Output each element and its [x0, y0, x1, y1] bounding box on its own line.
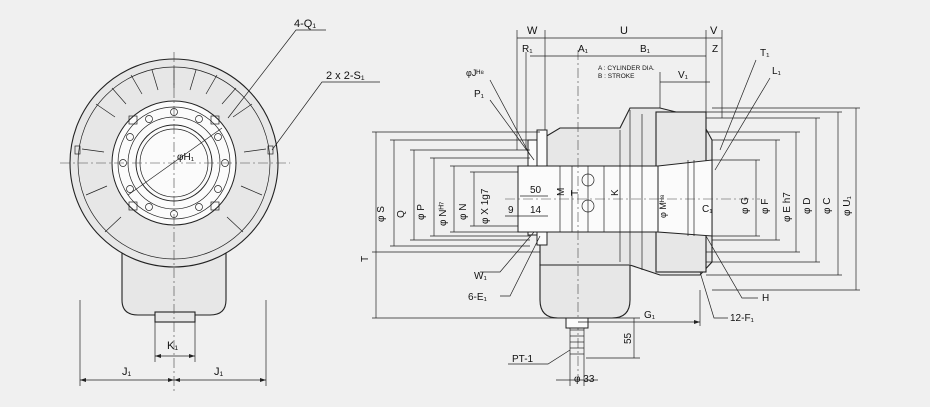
h1-label: φH₁	[177, 152, 195, 163]
h-label: H	[762, 293, 769, 304]
v1-label: V₁	[678, 70, 689, 81]
u1-label: φ U₁	[842, 196, 853, 216]
u-label: U	[620, 25, 628, 37]
mh8-label: φ Mᴴ⁸	[658, 194, 668, 218]
a1-label: A₁	[578, 44, 589, 55]
k1-label: K₁	[167, 340, 178, 352]
f1-label: 12-F₁	[730, 313, 755, 324]
t1-label: T₁	[760, 48, 770, 59]
side-view: W U V R₁ A₁ B₁ Z T₁ L₁ V₁ A : CYLINDER D…	[360, 25, 860, 386]
dim-14-label: 14	[530, 205, 542, 216]
front-view: φH₁ 4-Q₁ 2 x 2-S₁ K₁ J₁ J₁	[60, 18, 380, 392]
dim-33-label: φ 33	[574, 374, 595, 385]
dim-55-label: 55	[623, 332, 634, 344]
dim-9-label: 9	[508, 205, 514, 216]
l1-label: L₁	[772, 66, 782, 77]
t-big-label: T	[360, 256, 371, 262]
nh7-label: φ Nᴴ⁷	[438, 201, 449, 226]
k-label: K	[610, 189, 621, 196]
dim-50-label: 50	[530, 185, 542, 196]
s1-label: 2 x 2-S₁	[326, 70, 365, 82]
f-label: φ F	[760, 199, 771, 214]
legend-a: A : CYLINDER DIA.	[598, 65, 655, 72]
q1-label: 4-Q₁	[294, 18, 316, 30]
s-label: φ S	[376, 206, 387, 222]
legend-b: B : STROKE	[598, 73, 635, 80]
pt1-label: PT-1	[512, 354, 534, 365]
eh7-label: φ E h7	[782, 192, 793, 222]
m-label: M	[556, 188, 567, 196]
z-label: Z	[712, 44, 718, 55]
q-label: Q	[396, 210, 407, 218]
n-label: φ N	[458, 204, 469, 220]
t-label: T	[570, 190, 581, 196]
j1-right-label: J₁	[214, 366, 224, 378]
jh8-label: φJᴴ⁸	[466, 68, 484, 78]
r1-label: R₁	[522, 44, 533, 55]
v-label: V	[710, 25, 718, 37]
e1-label: 6-E₁	[468, 292, 488, 303]
g1-label: G₁	[644, 310, 656, 321]
w-label: W	[527, 25, 538, 37]
g-label: φ G	[740, 197, 751, 214]
d-label: φ D	[802, 198, 813, 214]
b1-label: B₁	[640, 44, 651, 55]
c1-label: C₁	[702, 204, 713, 215]
p-label: φ P	[416, 204, 427, 220]
j1-left-label: J₁	[122, 366, 132, 378]
x-label: φ X 1g7	[480, 188, 491, 224]
p1-label: P₁	[474, 89, 485, 100]
w1-label: W₁	[474, 271, 487, 282]
c-label: φ C	[822, 198, 833, 214]
